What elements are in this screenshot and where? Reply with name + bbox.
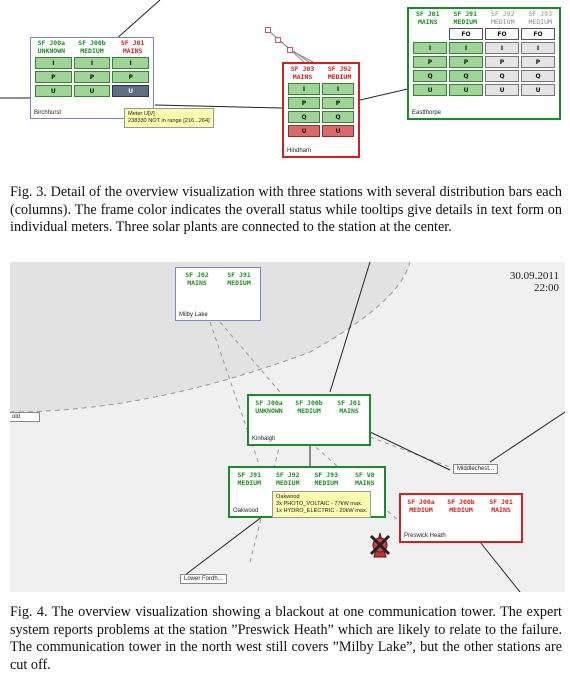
meter-cell[interactable]: Q xyxy=(449,70,483,82)
station-name: Birchhurst xyxy=(34,110,62,116)
meter-cell[interactable]: Q xyxy=(521,70,555,82)
figure-3-caption: Fig. 3. Detail of the overview visualiza… xyxy=(10,184,562,235)
figure-4-caption: Fig. 4. The overview visualization showi… xyxy=(10,604,562,673)
meter-cell[interactable]: U xyxy=(413,84,447,96)
meter-cell[interactable]: P xyxy=(521,56,555,68)
meter-cell[interactable]: Q xyxy=(288,111,320,123)
meter-cell[interactable]: U xyxy=(35,85,72,97)
solar-plant-handle[interactable] xyxy=(265,27,271,33)
station-name: Hindham xyxy=(287,148,312,154)
meter-cell[interactable]: P xyxy=(485,56,519,68)
meter-tooltip: Meter U[V] 238330 NOT in range [216...26… xyxy=(124,108,214,128)
station-name: Milby Lake xyxy=(179,312,208,318)
meter-cell[interactable]: I xyxy=(35,57,72,69)
meter-cell[interactable]: P xyxy=(112,71,149,83)
station-name: Preswick Heath xyxy=(404,533,446,539)
meter-cell[interactable]: P xyxy=(288,97,320,109)
meter-cell[interactable]: FO xyxy=(449,28,483,40)
meter-cell[interactable]: Q xyxy=(413,70,447,82)
meter-cell[interactable]: I xyxy=(449,42,483,54)
meter-cell[interactable]: Q xyxy=(485,70,519,82)
station-label-lower-fordh[interactable]: Lower Fordh... xyxy=(180,574,227,584)
station-name: Kinhalgh xyxy=(252,436,276,442)
meter-cell[interactable]: I xyxy=(485,42,519,54)
station-name: Eastthorpe xyxy=(412,110,442,116)
meter-cell[interactable]: FO xyxy=(521,28,555,40)
meter-cell[interactable]: I xyxy=(112,57,149,69)
meter-cell[interactable]: U xyxy=(485,84,519,96)
meter-cell[interactable]: U xyxy=(288,125,320,137)
meter-cell[interactable]: P xyxy=(413,56,447,68)
meter-cell[interactable]: U xyxy=(521,84,555,96)
station-name: Oakwood xyxy=(233,508,259,514)
failed-tower-icon[interactable] xyxy=(365,530,395,560)
meter-cell[interactable]: I xyxy=(521,42,555,54)
meter-cell[interactable]: FO xyxy=(485,28,519,40)
timestamp: 30.09.2011 22:00 xyxy=(509,270,559,294)
meter-cell[interactable]: I xyxy=(73,57,111,69)
meter-cell[interactable]: Q xyxy=(322,111,354,123)
meter-cell[interactable]: P xyxy=(322,97,354,109)
meter-cell-hovered[interactable]: U xyxy=(112,85,149,97)
solar-plant-handle[interactable] xyxy=(275,37,281,43)
meter-cell[interactable]: P xyxy=(35,71,72,83)
solar-plant-handle[interactable] xyxy=(287,47,293,53)
meter-cell[interactable]: P xyxy=(449,56,483,68)
map-lines xyxy=(10,262,565,592)
meter-cell[interactable]: U xyxy=(322,125,354,137)
station-label-partial[interactable]: old xyxy=(10,412,40,422)
meter-cell[interactable]: I xyxy=(413,42,447,54)
meter-cell[interactable]: I xyxy=(288,83,320,95)
station-tooltip: Oakwood 3x PHOTO_VOLTAIC - 77kW max. 1x … xyxy=(272,491,372,518)
station-label-middlechest[interactable]: Middlechest... xyxy=(453,464,499,474)
connection-lines xyxy=(0,0,413,109)
meter-cell[interactable]: U xyxy=(73,85,111,97)
meter-cell[interactable]: I xyxy=(322,83,354,95)
meter-cell[interactable]: P xyxy=(73,71,111,83)
meter-cell[interactable]: U xyxy=(449,84,483,96)
